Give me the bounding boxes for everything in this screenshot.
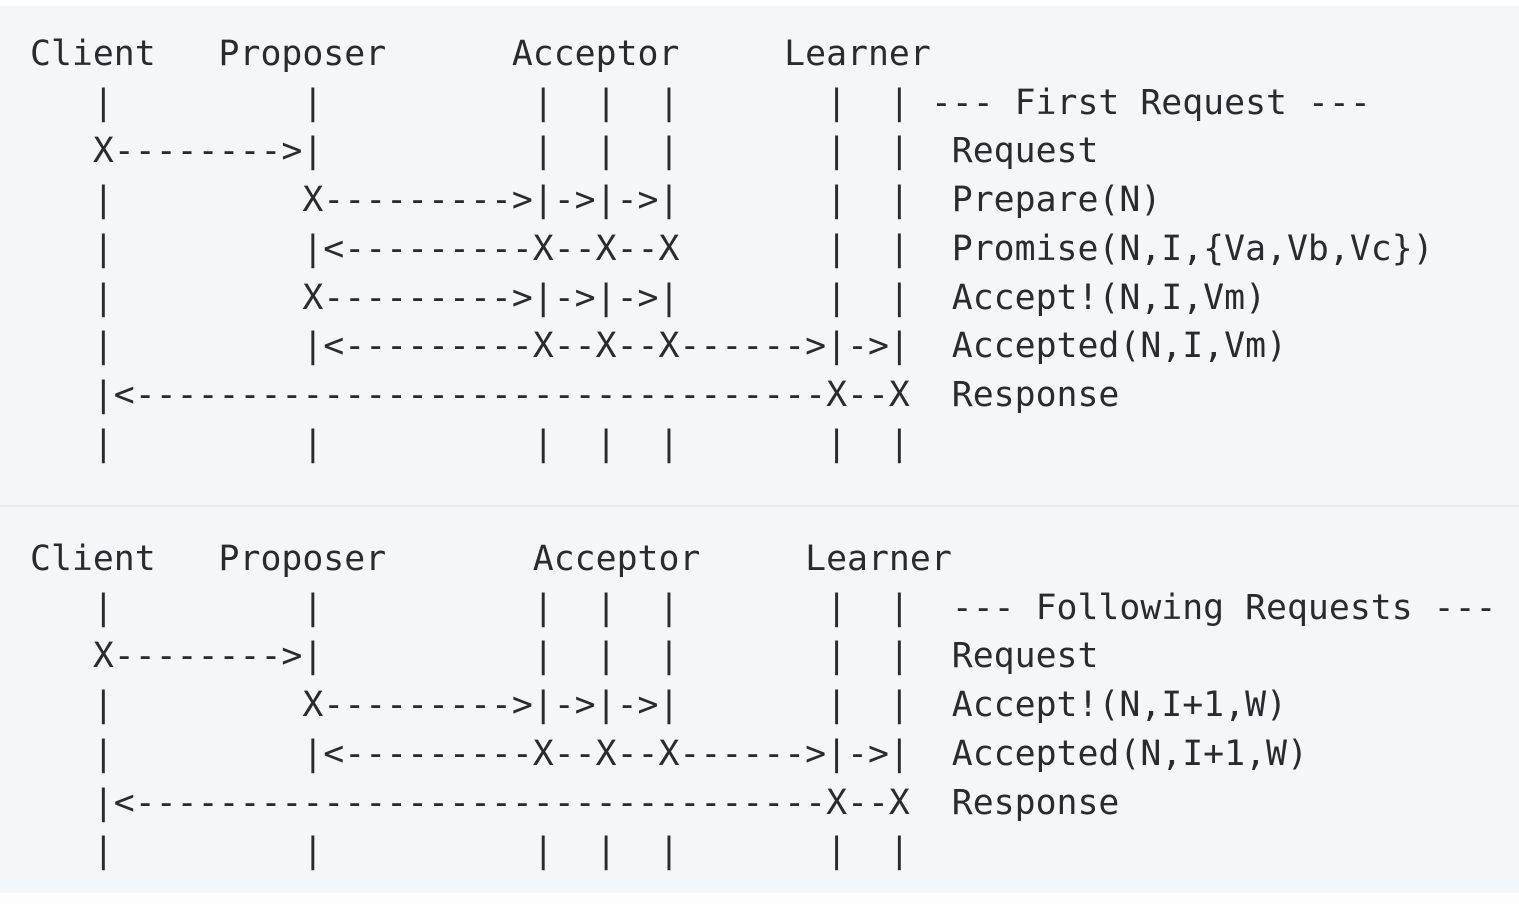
following-requests-diagram-block: Client Proposer Acceptor Learner | | | |…	[0, 507, 1519, 893]
request-message-row: X-------->| | | | | | Request	[30, 636, 1099, 677]
lifelines-row: | | | | | | |	[30, 423, 910, 464]
caption-row-first-request: | | | | | | | --- First Request ---	[30, 82, 1371, 123]
accepted-message-row: | |<---------X--X--X------>|->| Accepted…	[30, 733, 1308, 774]
accept-message-row: | X--------->|->|->| | | Accept!(N,I+1,W…	[30, 685, 1287, 726]
accept-message-row: | X--------->|->|->| | | Accept!(N,I,Vm)	[30, 277, 1267, 318]
first-request-diagram-block: Client Proposer Acceptor Learner | | | |…	[0, 6, 1519, 505]
participants-header: Client Proposer Acceptor Learner	[30, 539, 952, 579]
request-message-row: X-------->| | | | | | Request	[30, 131, 1099, 172]
response-message-row: |<---------------------------------X--X …	[30, 782, 1120, 823]
prepare-message-row: | X--------->|->|->| | | Prepare(N)	[30, 180, 1162, 221]
lifelines-row: | | | | | | |	[30, 831, 910, 872]
caption-row-following-requests: | | | | | | | --- Following Requests ---	[30, 587, 1497, 628]
accepted-message-row: | |<---------X--X--X------>|->| Accepted…	[30, 326, 1287, 367]
promise-message-row: | |<---------X--X--X | | Promise(N,I,{Va…	[30, 228, 1434, 269]
response-message-row: |<---------------------------------X--X …	[30, 374, 1120, 415]
block-divider	[0, 505, 1519, 507]
participants-header: Client Proposer Acceptor Learner	[30, 34, 931, 74]
